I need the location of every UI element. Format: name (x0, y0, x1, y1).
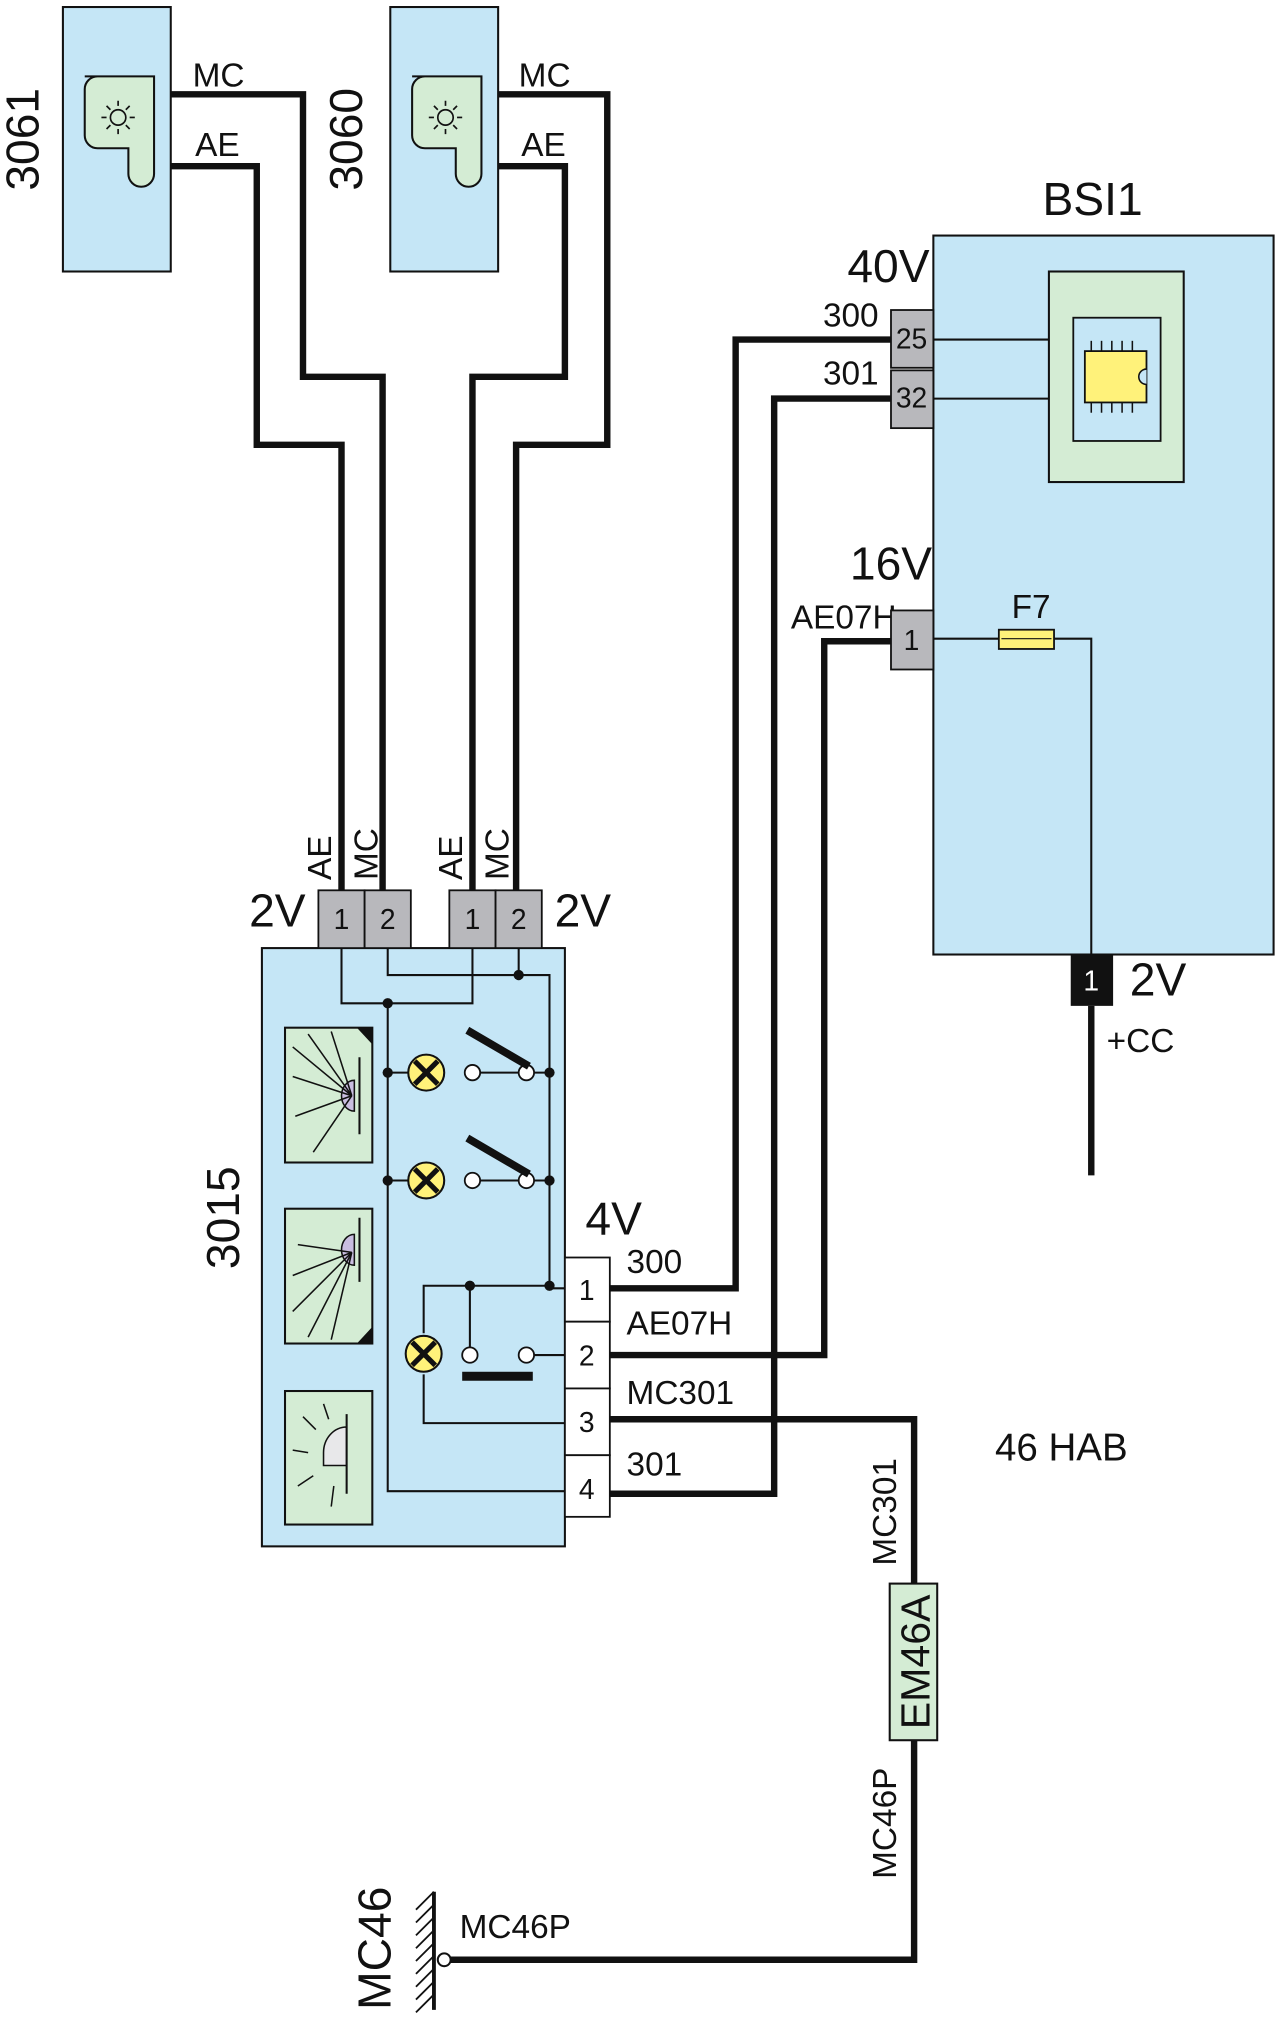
label-3061: 3061 (0, 88, 49, 191)
connector-label-40v: 40V (847, 240, 929, 292)
pin-label-1-2v-bsi: 1 (1083, 964, 1099, 996)
wire-3061-mc (170, 91, 386, 891)
wire-3060-ae (469, 163, 569, 891)
switch-icon (83, 75, 156, 188)
fuse-label-f7: F7 (1012, 589, 1051, 626)
wire-label-mc301-3015: MC301 (627, 1375, 735, 1412)
lamp-icon (428, 100, 463, 135)
ground-mc46: MC46 MC46P (348, 1887, 571, 2014)
switch-icon (411, 75, 483, 188)
wire-label-3060-mc: MC (519, 58, 571, 95)
pin-label-2-left: 2 (380, 903, 396, 935)
wire-label-ae07h-bsi: AE07H (791, 599, 897, 636)
pin-label-3-4v: 3 (579, 1406, 595, 1438)
connector-label-16v: 16V (850, 538, 932, 590)
wire-label-301-bsi: 301 (823, 355, 879, 392)
pin-label-25: 25 (896, 323, 927, 355)
pin-label-1-16v: 1 (904, 624, 920, 656)
wire-label-ae-right: AE (433, 836, 470, 881)
wire-label-3061-mc: MC (193, 58, 245, 95)
wire-label-3060-ae: AE (521, 127, 566, 164)
connector-label-2v-left: 2V (249, 884, 306, 936)
connector-pin-1-2v-bsi (1070, 954, 1114, 1006)
wire-label-300-3015: 300 (627, 1244, 683, 1281)
label-3015: 3015 (197, 1166, 249, 1269)
lamp-indicator-icon (407, 1053, 446, 1092)
splice-em46a (888, 1582, 939, 1742)
connector-pin-25 (890, 309, 935, 369)
pin-label-1-left: 1 (334, 903, 350, 935)
lamp-indicator-icon (407, 1161, 446, 1200)
wire-mc46p (449, 1737, 918, 1963)
pin-label-32: 32 (896, 382, 927, 414)
pin-label-1-4v: 1 (579, 1274, 595, 1306)
wire-label-mc301-vertical: MC301 (867, 1458, 904, 1566)
pushbutton-icon (461, 1346, 535, 1381)
connector-em46a: 46 HAB MC301 EM46A MC46P (867, 1426, 1128, 1879)
pin-label-1-right: 1 (465, 903, 481, 935)
switch-contact-icon (463, 1134, 535, 1190)
label-em46a: EM46A (893, 1594, 939, 1729)
fuse-icon (997, 628, 1055, 650)
wire-label-ae-left: AE (302, 836, 339, 881)
chip-icon (1083, 340, 1148, 413)
wire-label-mc-left: MC (348, 828, 385, 880)
connector-pin-2-left (363, 889, 412, 949)
high-beam-pattern-icon (283, 1026, 374, 1164)
connector-pin-4-4v (563, 1454, 611, 1518)
wire-mc301 (609, 1416, 918, 1587)
wire-label-300-bsi: 300 (823, 298, 879, 335)
pin-label-2-right: 2 (511, 903, 527, 935)
low-beam-pattern-icon (283, 1207, 374, 1345)
component-3061: 3061 MC AE (0, 6, 245, 273)
wire-label-mc46p-vertical: MC46P (867, 1768, 904, 1879)
connector-pin-3-4v (563, 1387, 611, 1457)
wire-3061-ae (170, 163, 345, 891)
connector-pin-1-16v (890, 609, 935, 671)
wire-label-301-3015: 301 (627, 1447, 683, 1484)
label-mc46: MC46 (348, 1887, 400, 2010)
wire-300 (609, 336, 891, 1292)
wire-label-plus-cc: +CC (1107, 1023, 1175, 1060)
wires (170, 91, 1095, 1963)
component-3015: 3015 2V 2V 1 2 1 2 AE MC AE MC (197, 828, 735, 1548)
wire-label-mc-right: MC (479, 828, 516, 880)
wire-label-3061-ae: AE (195, 127, 240, 164)
wire-label-ae07h-3015: AE07H (627, 1306, 733, 1343)
connector-label-2v-bsi: 2V (1130, 954, 1187, 1006)
connector-pin-2-right (494, 889, 543, 949)
wire-ae07h (609, 638, 891, 1359)
lamp-indicator-icon (404, 1334, 443, 1373)
side-light-pattern-icon (283, 1389, 374, 1526)
switch-contact-icon (463, 1026, 535, 1082)
component-bsi1: BSI1 40V 300 301 25 32 16V AE0 (791, 173, 1275, 1060)
wire-label-mc46p-ground: MC46P (460, 1909, 571, 1946)
connector-pin-32 (890, 369, 935, 430)
lamp-icon (101, 100, 135, 135)
pin-label-2-4v: 2 (579, 1339, 595, 1371)
label-bsi1: BSI1 (1042, 173, 1142, 225)
pin-label-4-4v: 4 (579, 1473, 595, 1505)
wire-3060-mc (498, 91, 611, 891)
label-3060: 3060 (320, 88, 372, 191)
connector-label-4v: 4V (585, 1192, 642, 1244)
zone-label-46hab: 46 HAB (995, 1426, 1128, 1469)
connector-label-2v-right: 2V (555, 884, 612, 936)
wire-301 (609, 395, 891, 1497)
component-3060: 3060 MC AE (320, 6, 571, 273)
